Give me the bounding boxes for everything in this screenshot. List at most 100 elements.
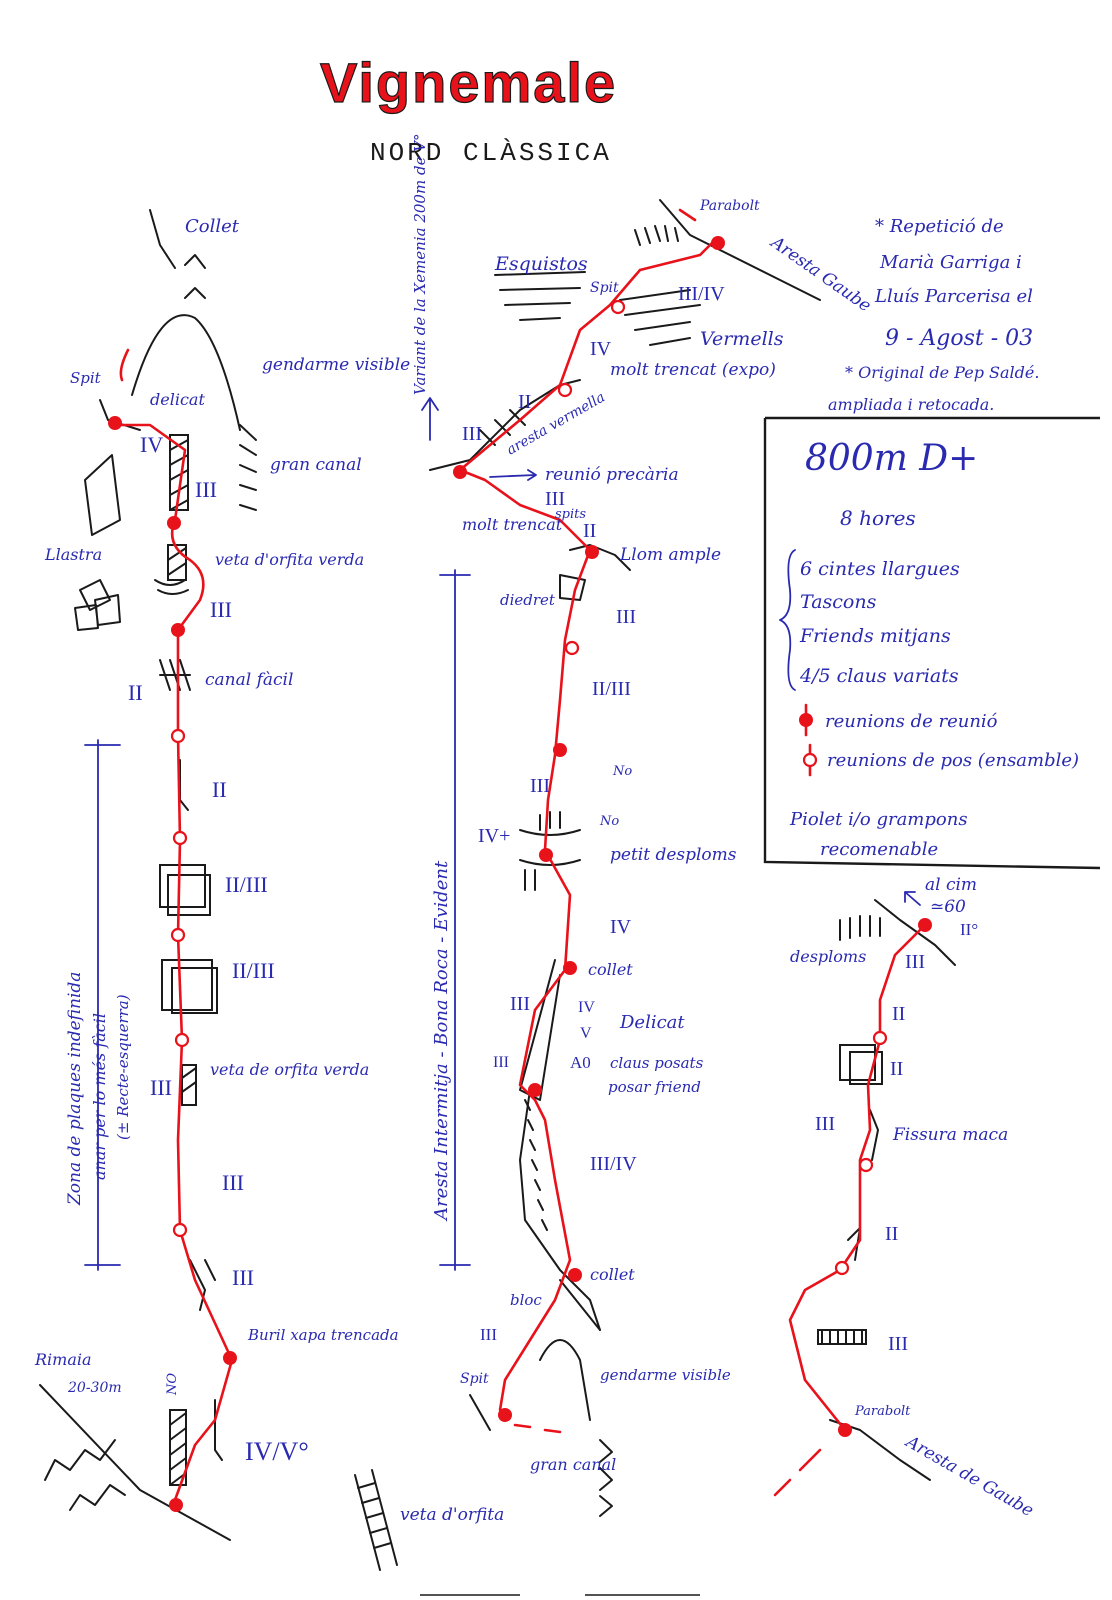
label-reunio-precaria: reunió precària [545, 465, 679, 485]
route-variant [121, 350, 128, 380]
label-molt-trencat: molt trencat [462, 515, 563, 534]
gear-item-2: Tascons [800, 591, 877, 613]
gear-item-1: 6 cintes llargues [800, 558, 960, 580]
label-claus: claus posats [610, 1054, 704, 1072]
label-veta-3: veta d'orfita [400, 1505, 504, 1525]
label-gendarme: gendarme visible [600, 1366, 731, 1384]
grade-label: IV [590, 338, 612, 360]
grade-label: III [545, 488, 565, 510]
block [160, 865, 205, 907]
label-collet-1: collet [588, 960, 633, 979]
col2-grades: III/IV IV II III III II III II/III III I… [462, 283, 725, 1344]
grade-label: IV/V° [245, 1437, 309, 1466]
label-buril: Buril xapa trencada [247, 1326, 399, 1344]
arete-outline [520, 960, 560, 1100]
label-delicat: delicat [150, 390, 205, 409]
label-veta-2: veta de orfita verda [210, 1060, 369, 1079]
grade-label: III [462, 423, 482, 445]
label-friend: posar friend [608, 1078, 701, 1096]
label-rimaia: Rimaia [34, 1350, 92, 1369]
label-no-2: No [599, 814, 619, 829]
column-3: al cim ≃60 II° desploms Fissura maca Par… [775, 875, 1037, 1521]
grade-label: IV [610, 916, 632, 938]
gear-item-4: 4/5 claus variats [799, 665, 959, 687]
canal-marks [600, 1440, 612, 1516]
route-line-1 [115, 425, 232, 1500]
label-gran-canal: gran canal [530, 1455, 616, 1474]
crack-line [525, 870, 535, 890]
note-original-2: ampliada i retocada. [828, 395, 994, 414]
grade-label: II [892, 1003, 905, 1025]
note-original-1: * Original de Pep Saldé. [845, 363, 1039, 382]
repeat-notes: * Repetició de Marià Garriga i Lluís Par… [828, 216, 1039, 414]
grade-label: III [530, 775, 550, 797]
gear-brace [780, 550, 795, 690]
label-bloc: bloc [510, 1291, 542, 1309]
grade-label: V [580, 1025, 592, 1042]
crack-line [180, 760, 188, 810]
page-title: Vignemale [320, 51, 617, 114]
note-line-1: * Repetició de [875, 216, 1004, 237]
grade-label: IV [140, 432, 163, 457]
route-variant [515, 1425, 560, 1432]
label-zona-2: anar per lo més fàcil [90, 1013, 109, 1180]
veta-ladder [355, 1470, 397, 1570]
label-variant: Variant de la Xemenia 200m de V° [411, 133, 429, 395]
label-parabolt: Parabolt [699, 198, 760, 214]
grade-label: IV+ [478, 825, 510, 847]
grade-label: III [815, 1113, 835, 1135]
label-cim: al cim [925, 875, 977, 895]
rock-outline [470, 1395, 490, 1430]
label-diedret: diedret [500, 591, 556, 609]
rimaia-slope [40, 1385, 230, 1540]
veta-band [182, 1065, 196, 1105]
label-aresta-gaube: Aresta de Gaube [901, 1431, 1037, 1521]
grade-label: III [493, 1054, 509, 1071]
label-collet: Collet [185, 216, 240, 237]
label-rimaia-m: 20-30m [67, 1380, 122, 1396]
label-aresta-gaube: Aresta Gaube [765, 232, 874, 317]
grade-label: II [583, 520, 596, 542]
note-date: 9 - Agost - 03 [885, 326, 1033, 351]
ridge-line [150, 210, 175, 268]
label-petit-desploms: petit desploms [610, 845, 737, 865]
strata-lines [495, 272, 585, 320]
rimaia-zigzag [45, 1440, 115, 1480]
note-line-2: Marià Garriga i [879, 252, 1022, 273]
grade-label: III [510, 993, 530, 1015]
slab-outline [85, 455, 120, 535]
label-molt-trencat-expo: molt trencat (expo) [610, 360, 776, 380]
label-cim-m: ≃60 [930, 897, 966, 917]
label-fissura-1: Fissura maca [892, 1125, 1008, 1145]
legend-pos-label: reunions de pos (ensamble) [827, 750, 1079, 771]
grade-label: II [885, 1223, 898, 1245]
grade-label: IV [578, 999, 595, 1016]
chevron-mark [185, 288, 205, 298]
label-gran-canal: gran canal [270, 455, 362, 475]
label-zona-3: (± Recte-esquerra) [114, 994, 132, 1140]
up-arrow-icon [422, 398, 438, 440]
label-collet-2: collet [590, 1265, 635, 1284]
block [168, 875, 210, 915]
label-llastra: Llastra [44, 545, 102, 564]
blocks [75, 580, 120, 630]
overhang-marks [635, 226, 678, 245]
grade-label: III [150, 1075, 172, 1100]
gear-item-3: Friends mitjans [799, 625, 951, 647]
grade-label: II/III [592, 678, 631, 700]
grade-label: III [616, 606, 636, 628]
info-hours: 8 hores [840, 506, 916, 530]
info-footer-1: Piolet i/o grampons [789, 809, 968, 830]
slab-hatch [168, 548, 186, 575]
fissura-line [870, 1110, 878, 1160]
grade-label: II [890, 1058, 903, 1080]
grade-label: II [212, 777, 227, 802]
label-spit: Spit [590, 280, 619, 296]
label-cim-grade: II° [960, 920, 978, 939]
overhang-marks [155, 580, 188, 594]
grade-label: II [128, 680, 143, 705]
grade-label: II/III [232, 958, 275, 983]
label-gendarme: gendarme visible [262, 355, 410, 375]
grade-label: III [888, 1333, 908, 1355]
